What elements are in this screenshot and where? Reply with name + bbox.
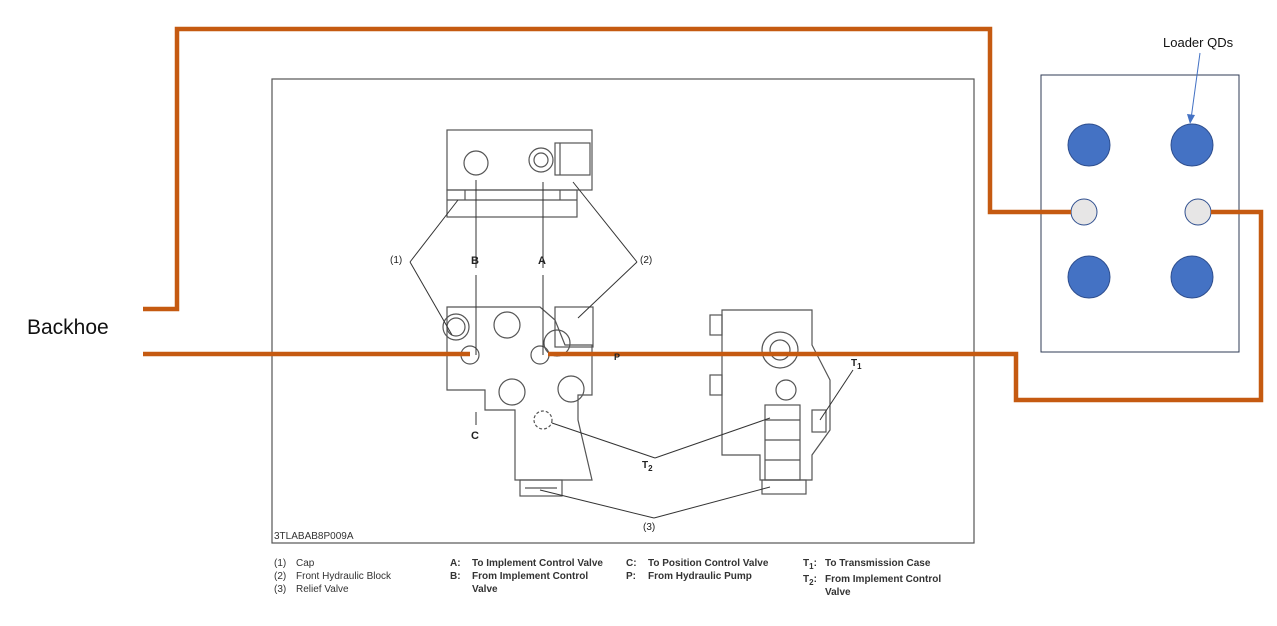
leader-lines [409, 180, 854, 519]
callout-t1: T1 [851, 358, 862, 371]
legend-col-2: A:To Implement Control Valve B:From Impl… [450, 557, 630, 596]
callout-2: (2) [640, 255, 653, 266]
callout-t2: T2 [642, 460, 653, 473]
legend-item: A:To Implement Control Valve [450, 558, 603, 569]
qd-large-top-left [1067, 123, 1111, 167]
callout-a: A [538, 255, 546, 267]
legend-item: (3)Relief Valve [274, 584, 349, 595]
hose-valve-to-right-qd [548, 209, 1264, 403]
backhoe-label: Backhoe [27, 316, 109, 339]
legend-item: (2)Front Hydraulic Block [274, 571, 392, 582]
hose-backhoe-to-left-qd [143, 26, 1071, 312]
legend-col-3: C:To Position Control Valve P:From Hydra… [626, 557, 768, 583]
legend-item: C:To Position Control Valve [626, 558, 769, 569]
qd-large-top-right [1170, 123, 1214, 167]
figure-frame [271, 78, 975, 544]
callout-3: (3) [643, 522, 656, 533]
legend-item: B:From Implement Control Valve [450, 571, 589, 595]
valve-line-art [442, 129, 831, 497]
hydraulic-hoses [143, 26, 1264, 403]
legend-col-1: (1)Cap (2)Front Hydraulic Block (3)Relie… [274, 557, 391, 596]
callout-b: B [471, 255, 479, 267]
qd-large-bottom-right [1170, 255, 1214, 299]
qd-large-bottom-left [1067, 255, 1111, 299]
figure-code: 3TLABAB8P009A [274, 531, 354, 542]
legend-item: T1:To Transmission Case [803, 558, 931, 571]
callout-1: (1) [390, 255, 403, 266]
loader-qd-arrow [1190, 52, 1201, 120]
callout-c: C [471, 430, 479, 442]
legend-col-4: T1:To Transmission Case T2:From Implemen… [803, 557, 973, 599]
legend-item: T2:From Implement Control Valve [803, 574, 942, 598]
loader-qds-label: Loader QDs [1163, 35, 1234, 50]
legend-item: P:From Hydraulic Pump [626, 571, 752, 582]
loader-qd-arrowhead [1187, 114, 1195, 124]
qd-small-right [1184, 198, 1212, 226]
callout-p: P [614, 352, 621, 362]
legend-item: (1)Cap [274, 558, 315, 569]
qd-small-left [1070, 198, 1098, 226]
